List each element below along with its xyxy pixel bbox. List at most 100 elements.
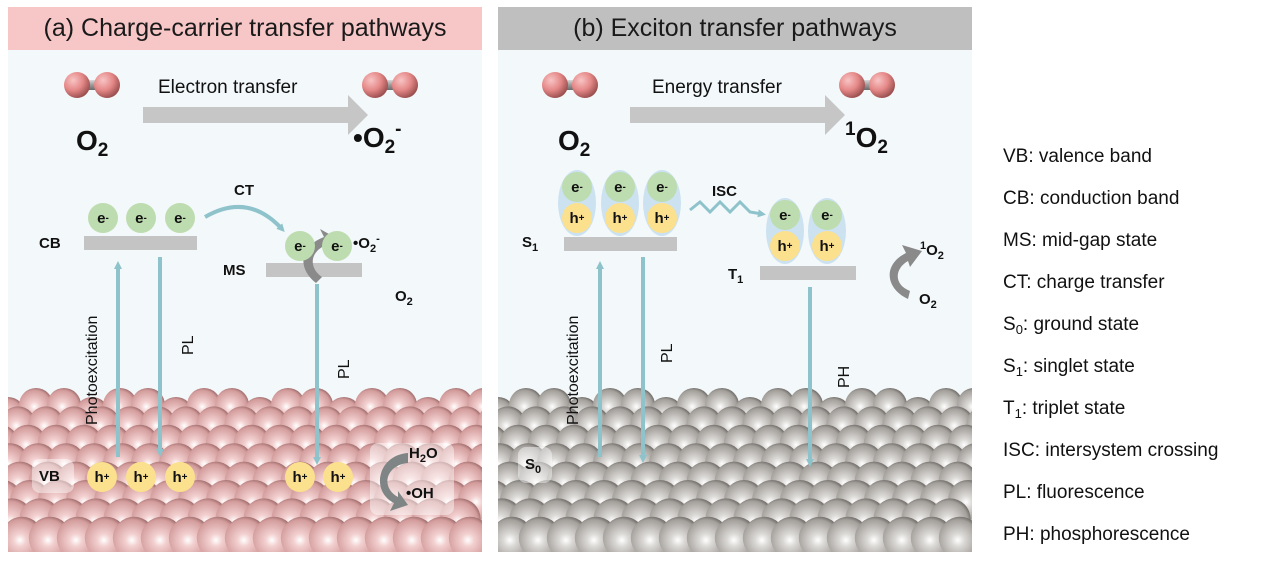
reactant-o2: O2 (558, 125, 591, 161)
ms-label: MS (223, 262, 246, 279)
legend-item: CT: charge transfer (1003, 272, 1218, 314)
ms-reactant-o2: O2 (395, 288, 413, 308)
electron: e- (88, 203, 118, 233)
electron: e- (647, 172, 677, 202)
photosensitizer-surface (498, 388, 972, 552)
legend-text: : singlet state (1022, 356, 1135, 377)
s1-label: S1 (522, 234, 539, 254)
legend-text: : valence band (1028, 146, 1152, 167)
legend-abbr-subscript: 0 (1015, 322, 1023, 337)
legend-text: : charge transfer (1026, 272, 1165, 293)
electron-transfer-label: Electron transfer (158, 77, 298, 98)
reactant-o2: O2 (76, 125, 109, 161)
legend-item: PL: fluorescence (1003, 482, 1218, 524)
legend-text: : fluorescence (1026, 482, 1145, 503)
t1-label: T1 (728, 266, 744, 286)
hole: h+ (323, 462, 353, 492)
electron: e- (605, 172, 635, 202)
legend-text: : conduction band (1029, 188, 1180, 209)
electron: e- (165, 203, 195, 233)
panel-a-title: (a) Charge-carrier transfer pathways (8, 7, 482, 50)
o2-molecule-product (839, 72, 895, 98)
hole: h+ (87, 462, 117, 492)
vb-label: VB (39, 468, 60, 485)
ms-product-superoxide: •O2- (353, 233, 380, 255)
t1-level (760, 266, 856, 280)
hole: h+ (770, 231, 800, 261)
electron: e- (562, 172, 592, 202)
electron: e- (126, 203, 156, 233)
product-singlet-oxygen: 1O2 (845, 119, 888, 158)
legend-item: MS: mid-gap state (1003, 230, 1218, 272)
legend-item: S0: ground state (1003, 314, 1218, 356)
legend-item: VB: valence band (1003, 146, 1218, 188)
legend-text: : intersystem crossing (1034, 440, 1219, 461)
energy-transfer-arrow (630, 95, 845, 135)
water-label: H2O (409, 445, 438, 465)
hole: h+ (165, 462, 195, 492)
t1-reaction-arrow (889, 245, 922, 299)
panel-b-graphics (498, 72, 972, 552)
legend-abbr-subscript: 1 (1014, 406, 1022, 421)
exciton: e- h+ (766, 198, 804, 264)
vb-reaction-arrow (379, 453, 408, 511)
o2-molecule-reactant (542, 72, 598, 98)
legend-abbr: CT (1003, 272, 1027, 293)
hole: h+ (562, 203, 592, 233)
legend-abbr-subscript: 1 (1015, 364, 1023, 379)
hydroxyl-radical-label: •OH (406, 485, 434, 502)
legend-abbr: VB (1003, 146, 1029, 167)
legend-abbr: ISC (1003, 440, 1035, 461)
ph-label: PH (836, 365, 853, 388)
hole: h+ (126, 462, 156, 492)
legend-item: T1: triplet state (1003, 398, 1218, 440)
isc-label: ISC (712, 183, 738, 200)
s1-level (564, 237, 677, 251)
legend-item: ISC: intersystem crossing (1003, 440, 1218, 482)
pl-label: PL (659, 343, 676, 363)
legend-text: : mid-gap state (1031, 230, 1158, 251)
legend-abbr: T (1003, 398, 1015, 419)
legend-item: CB: conduction band (1003, 188, 1218, 230)
electron: e- (770, 200, 800, 230)
panel-charge-carrier: (a) Charge-carrier transfer pathways (8, 7, 482, 552)
exciton: e- h+ (601, 170, 639, 236)
legend-abbr: CB (1003, 188, 1030, 209)
legend-abbr: S (1003, 356, 1016, 377)
legend-abbr: PL (1003, 482, 1027, 503)
energy-transfer-label: Energy transfer (652, 77, 782, 98)
t1-reactant-o2: O2 (919, 291, 937, 311)
hole: h+ (812, 231, 842, 261)
electron: e- (285, 231, 315, 261)
legend-text: : triplet state (1021, 398, 1126, 419)
cb-level (84, 236, 197, 250)
legend-text: : phosphorescence (1029, 524, 1190, 545)
legend-abbr: MS (1003, 230, 1032, 251)
ct-label: CT (234, 182, 254, 199)
hole: h+ (285, 462, 315, 492)
product-superoxide: •O2- (353, 119, 402, 158)
legend-item: S1: singlet state (1003, 356, 1218, 398)
ct-arrow (203, 204, 285, 232)
panel-exciton: (b) Exciton transfer pathways (498, 7, 972, 552)
hole: h+ (647, 203, 677, 233)
hole: h+ (605, 203, 635, 233)
surface-atom (448, 516, 482, 552)
vb-label-backdrop (32, 459, 74, 493)
panel-b-title: (b) Exciton transfer pathways (498, 7, 972, 50)
o2-molecule-product (362, 72, 418, 98)
legend-text: : ground state (1022, 314, 1140, 335)
legend-abbr: PH (1003, 524, 1030, 545)
o2-molecule-reactant (64, 72, 120, 98)
electron: e- (812, 200, 842, 230)
electron: e- (322, 231, 352, 261)
legend-abbr: S (1003, 314, 1016, 335)
s0-label: S0 (525, 456, 542, 476)
isc-wavy-arrow (689, 199, 766, 218)
exciton: e- h+ (558, 170, 596, 236)
t1-product-singlet-oxygen: 1O2 (920, 240, 944, 262)
cb-label: CB (39, 235, 61, 252)
legend-item: PH: phosphorescence (1003, 524, 1218, 566)
exciton: e- h+ (643, 170, 681, 236)
